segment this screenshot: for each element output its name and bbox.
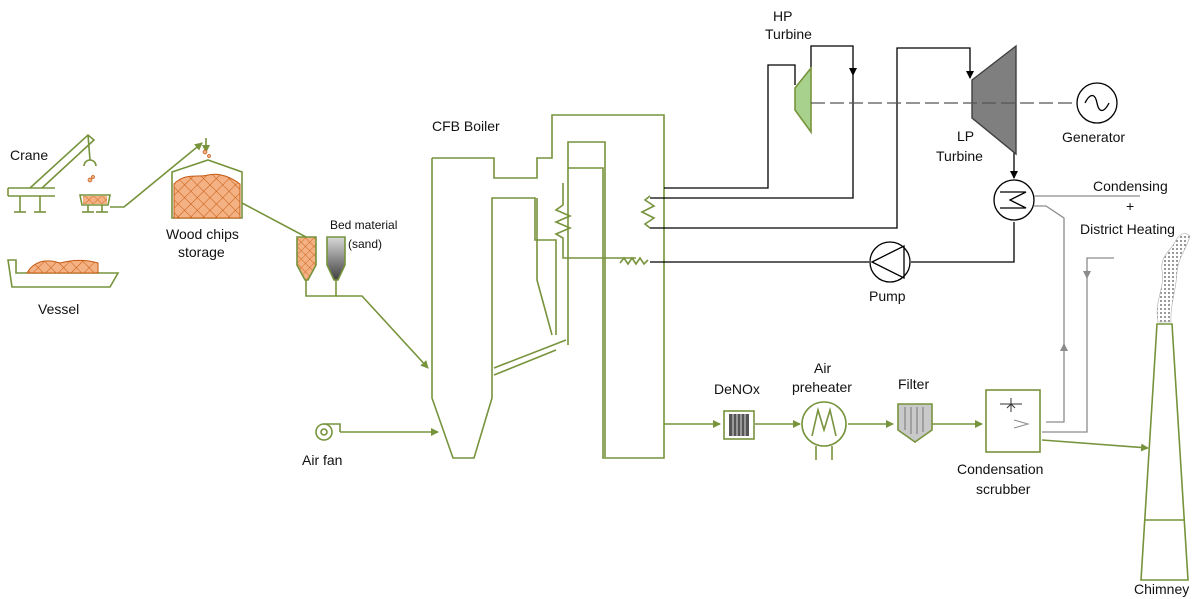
superheater-coil-1 (553, 183, 636, 259)
air-preheater-label-line2: preheater (792, 379, 852, 395)
cfb-boiler-label: CFB Boiler (432, 118, 500, 134)
economizer-coil (619, 256, 649, 266)
chimney (1140, 323, 1189, 581)
generator (1076, 82, 1118, 124)
denox-label: DeNOx (714, 381, 760, 397)
lp-turbine-label-line1: LP (957, 128, 974, 144)
district-heating-line (1034, 195, 1140, 433)
air-preheater (801, 401, 847, 460)
vessel (7, 259, 120, 288)
condensation-scrubber-label-line2: scrubber (976, 481, 1031, 497)
smoke-plume (1156, 233, 1191, 323)
condenser (993, 179, 1035, 221)
wood-chips-storage-label-line1: Wood chips (166, 226, 239, 242)
crane (7, 133, 111, 213)
filter (897, 403, 933, 443)
vessel-label: Vessel (38, 301, 79, 317)
air-preheater-label-line1: Air (814, 360, 831, 376)
air-fan-label: Air fan (302, 452, 342, 468)
bed-material-label-line2: (sand) (348, 237, 382, 251)
cfb-boiler (431, 114, 665, 459)
wood-chips-storage-label-line2: storage (178, 244, 225, 260)
air-fan (315, 423, 341, 441)
pump-label: Pump (869, 288, 906, 304)
superheater-coil-2 (640, 195, 656, 229)
crane-label: Crane (10, 147, 48, 163)
lp-turbine (971, 44, 1017, 156)
steam-line (650, 45, 1018, 263)
filter-label: Filter (898, 376, 929, 392)
bed-material-silo (326, 236, 346, 281)
feedwater-pump (869, 241, 911, 283)
bed-material-label-line1: Bed material (330, 218, 397, 232)
condensation-scrubber-label-line1: Condensation (957, 461, 1043, 477)
lp-turbine-label-line2: Turbine (936, 148, 983, 164)
chimney-label: Chimney (1134, 581, 1189, 597)
denox-unit (723, 410, 755, 440)
condensing-label-line1: Condensing (1093, 178, 1168, 194)
flue-gas-line (664, 420, 1149, 452)
generator-label: Generator (1062, 129, 1125, 145)
hp-turbine-label-line1: HP (773, 8, 792, 24)
condensing-label-line3: District Heating (1080, 221, 1175, 237)
hp-turbine (794, 65, 812, 135)
hp-turbine-label-line2: Turbine (765, 26, 812, 42)
wood-chips-storage (171, 149, 243, 219)
condensing-label-line2: + (1126, 198, 1134, 214)
fuel-feed-hopper (296, 236, 317, 281)
condensation-scrubber (985, 389, 1041, 453)
